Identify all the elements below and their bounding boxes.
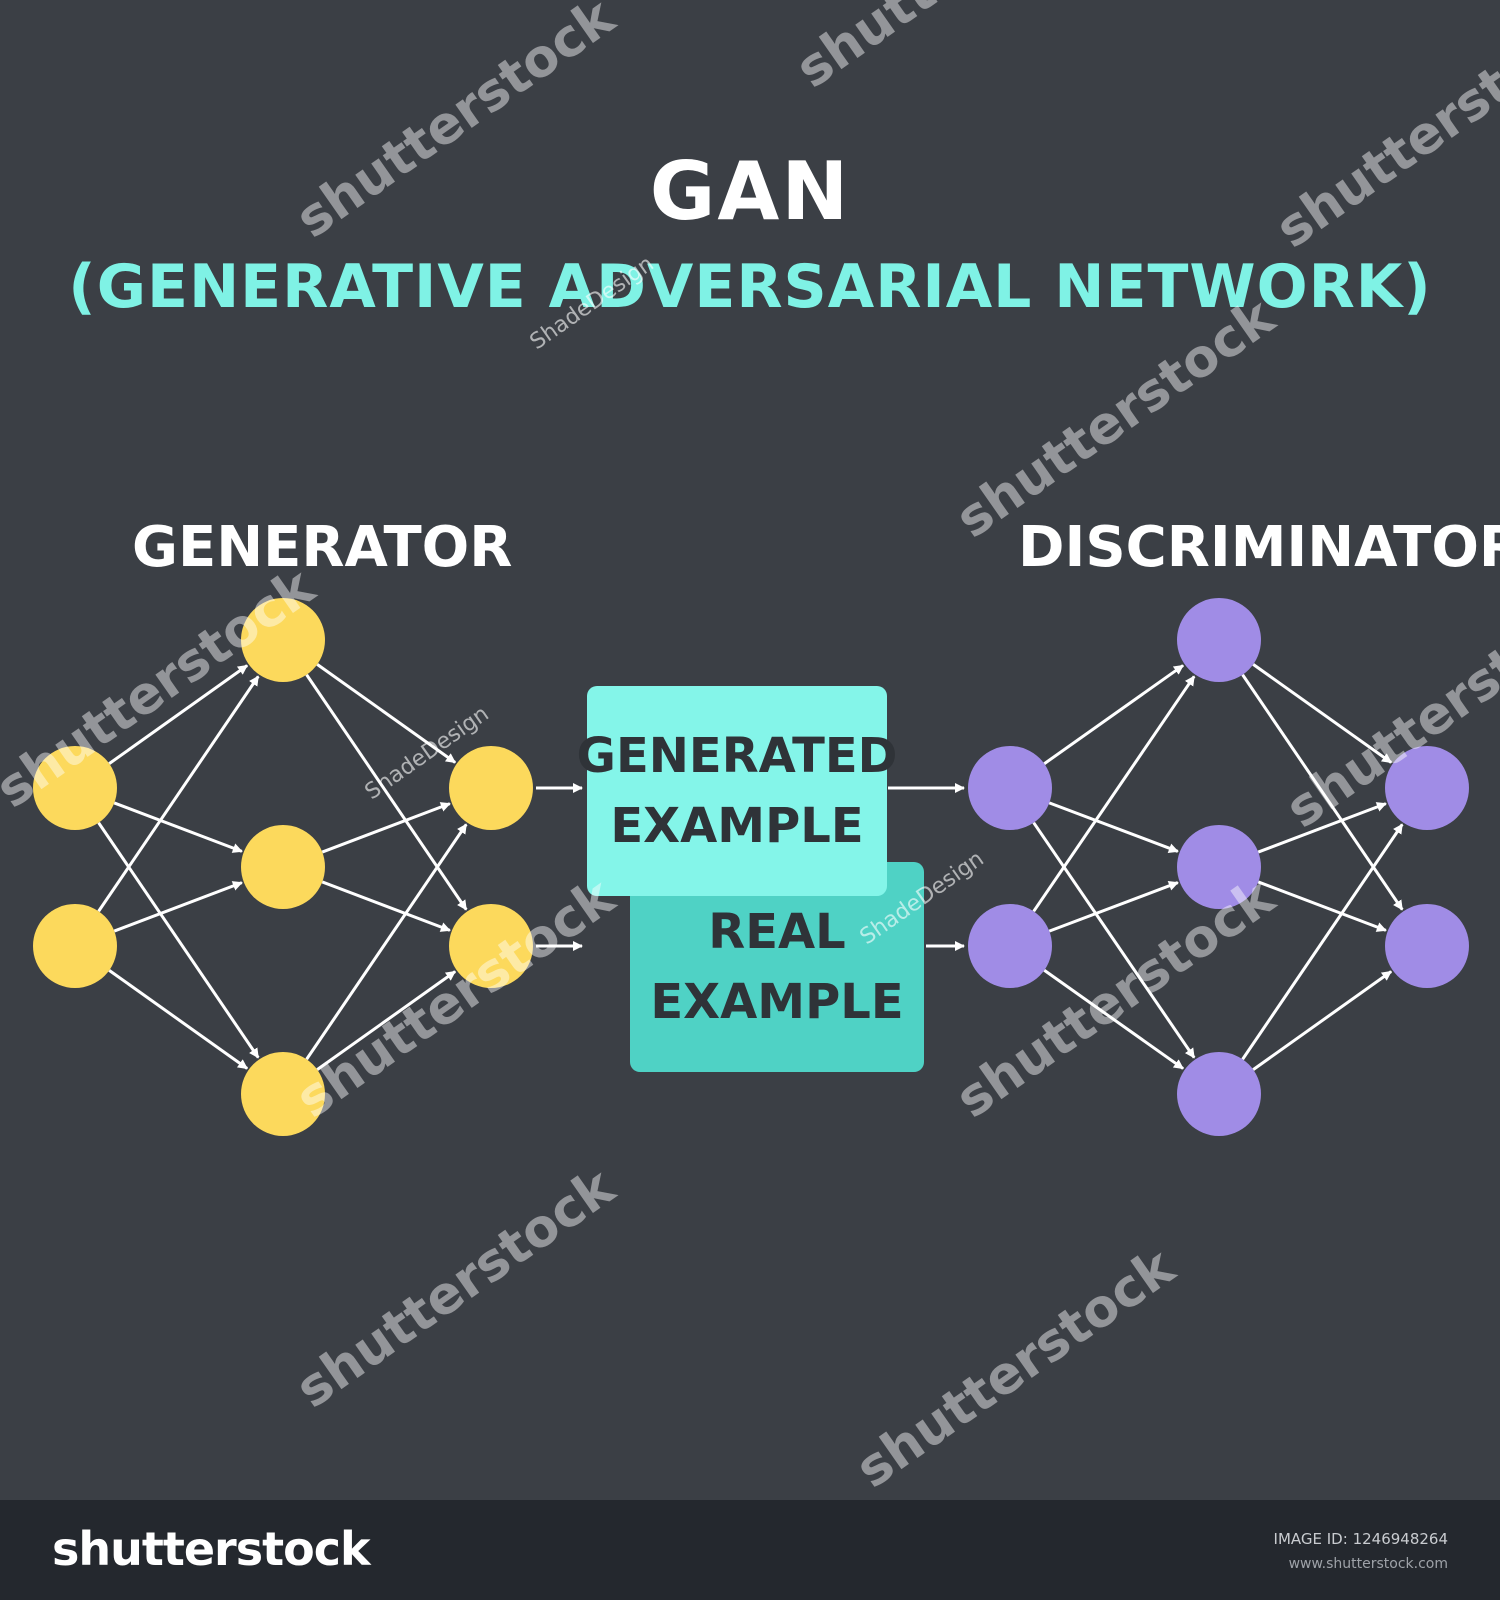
discriminator-edge	[1048, 801, 1179, 853]
generator-node	[449, 904, 533, 988]
generator-edge	[113, 801, 243, 853]
discriminator-node	[1177, 598, 1261, 682]
generator-label: GENERATOR	[132, 515, 513, 580]
discriminator-edge	[1241, 673, 1404, 911]
generator-edge	[316, 663, 457, 764]
generator-node	[449, 746, 533, 830]
generator-edge	[108, 664, 249, 765]
generated-example-line1: GENERATED	[576, 728, 898, 784]
generator-edge	[97, 821, 260, 1059]
discriminator-node	[1385, 746, 1469, 830]
discriminator-edge	[1257, 802, 1387, 854]
generator-edge	[305, 823, 468, 1061]
discriminator-edge	[1032, 675, 1196, 913]
discriminator-label: DISCRIMINATOR	[1018, 515, 1500, 580]
discriminator-edge	[1032, 821, 1196, 1059]
generator-edge	[108, 969, 249, 1070]
discriminator-edge	[1043, 664, 1184, 765]
generator-edge	[316, 970, 457, 1071]
discriminator-edge	[1252, 970, 1393, 1071]
generator-edge	[305, 673, 468, 911]
footer-logo[interactable]: shutterstock	[52, 1522, 371, 1576]
footer: shutterstock IMAGE ID: 1246948264 www.sh…	[0, 1500, 1500, 1600]
generator-node	[241, 825, 325, 909]
image-id-value: 1246948264	[1352, 1530, 1448, 1548]
footer-url[interactable]: www.shutterstock.com	[1288, 1556, 1448, 1572]
network-edges	[97, 663, 1404, 1071]
network-diagram	[33, 598, 1469, 1136]
generated-example-card: GENERATED EXAMPLE	[577, 686, 897, 896]
generator-node	[241, 1052, 325, 1136]
real-example-line1: REAL	[708, 904, 846, 960]
network-nodes	[33, 598, 1469, 1136]
discriminator-edge	[1257, 880, 1387, 932]
generator-edge	[97, 675, 260, 913]
discriminator-node	[1385, 904, 1469, 988]
discriminator-edge	[1048, 881, 1179, 933]
real-example-card: REAL EXAMPLE	[630, 862, 924, 1072]
generator-node	[33, 904, 117, 988]
image-id: IMAGE ID: 1246948264	[1274, 1530, 1448, 1548]
real-example-line2: EXAMPLE	[650, 974, 904, 1030]
diagram-canvas: GAN (GENERATIVE ADVERSARIAL NETWORK) GEN…	[0, 0, 1500, 1500]
generator-node	[33, 746, 117, 830]
subtitle: (GENERATIVE ADVERSARIAL NETWORK)	[68, 252, 1432, 322]
discriminator-node	[1177, 1052, 1261, 1136]
discriminator-node	[1177, 825, 1261, 909]
image-id-label: IMAGE ID:	[1273, 1530, 1348, 1548]
discriminator-edge	[1043, 969, 1184, 1070]
generator-edge	[113, 881, 243, 933]
generated-example-line2: EXAMPLE	[610, 798, 864, 854]
discriminator-node	[968, 904, 1052, 988]
discriminator-edge	[1241, 823, 1404, 1061]
generator-node	[241, 598, 325, 682]
title: GAN	[649, 145, 851, 238]
generator-edge	[321, 802, 451, 854]
discriminator-edge	[1252, 663, 1393, 764]
discriminator-node	[968, 746, 1052, 830]
generator-edge	[321, 880, 451, 932]
